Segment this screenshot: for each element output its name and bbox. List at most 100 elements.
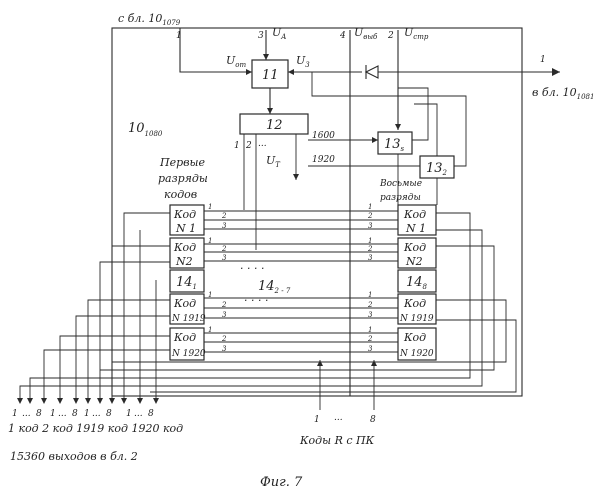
left-group-title-1: Первые [159,156,206,169]
bottom-out-num-7: 1 [84,409,90,419]
svg-text:12: 12 [266,118,283,133]
svg-text:4: 4 [339,31,346,41]
svg-text:11: 11 [262,68,279,83]
svg-text:Код: Код [173,331,196,344]
svg-text:в бл. 101081: в бл. 101081 [532,86,594,101]
bottom-out-num-8: ... [92,409,101,419]
r-num-2: ... [334,413,343,423]
svg-text:2: 2 [367,245,373,253]
svg-text:2: 2 [221,335,227,343]
bottom-outputs-line: 15360 выходов в бл. 2 [10,450,138,463]
svg-text:Код: Код [173,241,196,254]
svg-text:3: 3 [222,311,227,319]
svg-text:· · · ·: · · · · [244,294,268,307]
left-code-cells: Код N 1 Код N2 141 Код N 1919 Код N 1920 [170,205,206,360]
svg-text:Код: Код [403,331,426,344]
svg-text:1: 1 [208,237,212,245]
svg-text:Код: Код [173,297,196,310]
left-group-title-3: кодов [164,188,197,201]
svg-text:2: 2 [367,335,373,343]
r-code-label: Коды R с ПК [299,434,375,447]
svg-text:1: 1 [540,55,546,65]
svg-text:2: 2 [387,31,394,41]
svg-text:N2: N2 [405,255,423,268]
svg-text:· · · ·: · · · · [240,262,264,275]
right-pin-numbers: 1 2 3 1 2 3 1 2 3 1 2 3 [367,203,373,353]
svg-text:Код: Код [403,241,426,254]
svg-text:...: ... [258,139,267,149]
svg-text:2: 2 [245,141,252,151]
bottom-codes-line: 1 код 2 код 1919 код 1920 код [8,422,183,435]
svg-text:1: 1 [368,291,372,299]
svg-text:1: 1 [208,203,212,211]
svg-text:N 1: N 1 [175,222,196,235]
svg-text:U3: U3 [296,54,310,69]
left-pin-numbers: 1 2 3 1 2 3 1 2 3 1 2 3 [208,203,227,353]
svg-text:3: 3 [222,345,227,353]
block-label: 101080 [128,121,163,138]
svg-text:Код: Код [403,297,426,310]
bottom-out-num-6: 8 [72,409,78,419]
block-12: 12 1 2 ... UT 1600 1920 [234,114,335,169]
svg-text:3: 3 [222,222,227,230]
input-label: с бл. 10 [118,12,162,25]
bottom-out-num-5: ... [58,409,67,419]
svg-text:Код: Код [403,208,426,221]
bottom-out-num-11: ... [134,409,143,419]
svg-text:с бл. 101079: с бл. 101079 [118,12,181,27]
svg-text:Uот: Uот [226,54,246,69]
input-ustr: 2 Uстр [387,26,429,130]
bottom-out-num-1: 1 [12,409,18,419]
bottom-arrows [17,398,159,404]
diode-icon [366,65,378,79]
right-group-title-1: Восьмые [379,179,422,189]
block-13-2: 132 [420,156,454,178]
svg-text:3: 3 [368,254,373,262]
svg-text:N 1: N 1 [405,222,426,235]
right-code-cells: Код N 1 Код N2 148 Код N 1919 Код N 1920 [398,205,436,360]
svg-text:3: 3 [368,345,373,353]
svg-text:1: 1 [208,291,212,299]
bottom-out-num-2: ... [22,409,31,419]
svg-text:2: 2 [367,301,373,309]
middle-block-label: 142 - 7 [258,279,291,295]
output-to-block-1081: 1 в бл. 101081 [532,55,594,101]
input-ua: 3 UA [258,26,286,60]
svg-text:3: 3 [368,311,373,319]
left-group-title-2: разряды [158,172,208,185]
svg-text:3: 3 [368,222,373,230]
svg-text:3: 3 [222,254,227,262]
svg-text:Код: Код [173,208,196,221]
svg-text:1: 1 [368,203,372,211]
svg-text:1600: 1600 [312,131,335,141]
r-num-1: 1 [314,415,320,425]
svg-text:N 1920: N 1920 [399,349,434,359]
figure-caption: Фиг. 7 [260,475,303,490]
bottom-out-num-3: 8 [36,409,42,419]
svg-text:1: 1 [368,326,372,334]
bottom-out-num-9: 8 [106,409,112,419]
svg-text:2: 2 [221,212,227,220]
input-pin: 1 [176,31,182,41]
svg-text:1: 1 [368,237,372,245]
svg-text:N 1919: N 1919 [171,314,206,324]
svg-text:UT: UT [266,154,281,169]
left-output-wires [44,213,170,400]
svg-text:N 1920: N 1920 [171,349,206,359]
svg-text:2: 2 [221,301,227,309]
bottom-out-num-4: 1 [50,409,56,419]
bottom-out-num-10: 1 [126,409,132,419]
bottom-out-num-12: 8 [148,409,154,419]
svg-text:2: 2 [221,245,227,253]
svg-text:1: 1 [234,141,240,151]
svg-text:N 1919: N 1919 [399,314,434,324]
svg-text:2: 2 [367,212,373,220]
block-11: 11 Uот U3 [226,54,310,88]
r-num-3: 8 [370,415,376,425]
svg-text:1: 1 [208,326,212,334]
right-group-title-2: разряды [380,193,421,203]
block-13s: 13s [378,132,412,154]
svg-text:1920: 1920 [312,155,335,165]
svg-text:N2: N2 [175,255,193,268]
